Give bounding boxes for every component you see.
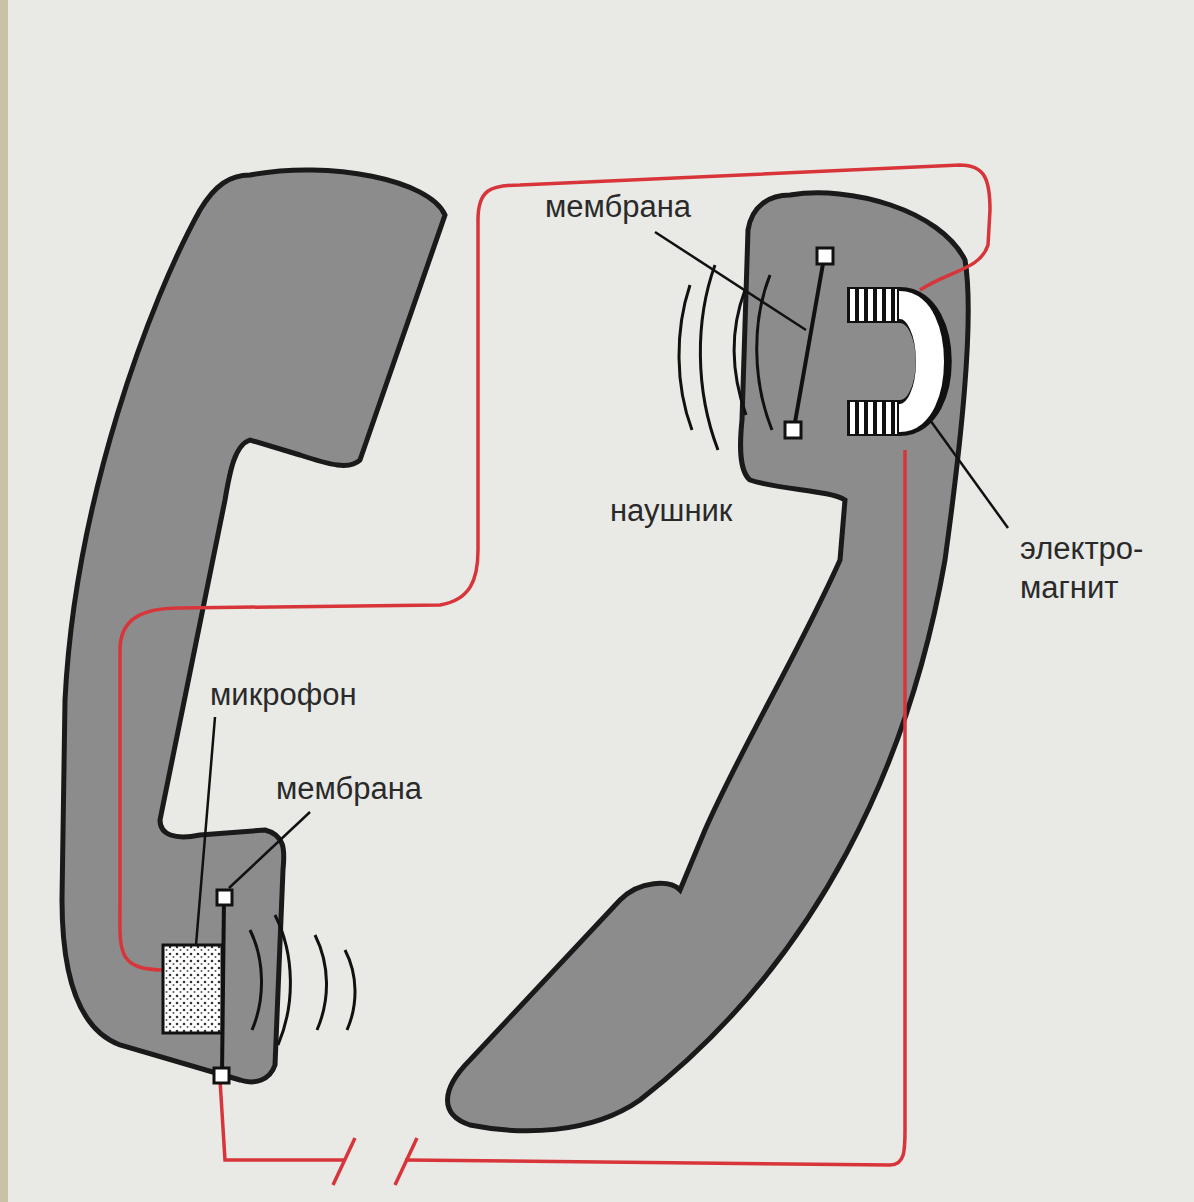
leader-line	[229, 812, 310, 888]
label-anchor: электро- магнит	[1020, 530, 1180, 608]
label-anchor: мембрана	[276, 770, 422, 809]
right-handset	[448, 193, 969, 1131]
part-label: наушник	[610, 492, 732, 531]
label-anchor: наушник	[610, 492, 732, 531]
part-label: микрофон	[210, 676, 357, 715]
sound-waves	[679, 265, 772, 450]
wire-bottom-left	[220, 1080, 345, 1160]
wire-top	[120, 165, 990, 970]
label-anchor: микрофон	[210, 676, 357, 715]
membrane-mount	[785, 422, 801, 438]
part-label: электро- магнит	[1020, 530, 1180, 608]
earpiece-membrane	[794, 258, 824, 428]
membrane-mount	[214, 1068, 229, 1083]
line-break-mark	[333, 1138, 355, 1185]
wire-bottom-right	[405, 450, 905, 1165]
leader-line	[655, 232, 806, 330]
left-handset	[62, 170, 445, 1082]
part-label: мембрана	[545, 188, 691, 227]
left-border	[0, 0, 8, 1202]
electromagnet	[848, 288, 934, 435]
label-anchor: мембрана	[545, 188, 691, 227]
membrane-mount	[817, 248, 833, 264]
microphone-membrane	[222, 898, 224, 1075]
part-label: мембрана	[276, 770, 422, 809]
leader-line	[930, 420, 1008, 528]
leader-line	[196, 717, 215, 945]
membrane-mount	[217, 890, 232, 905]
sound-waves	[250, 915, 355, 1045]
line-break-mark	[395, 1138, 417, 1185]
microphone-body	[163, 945, 222, 1033]
